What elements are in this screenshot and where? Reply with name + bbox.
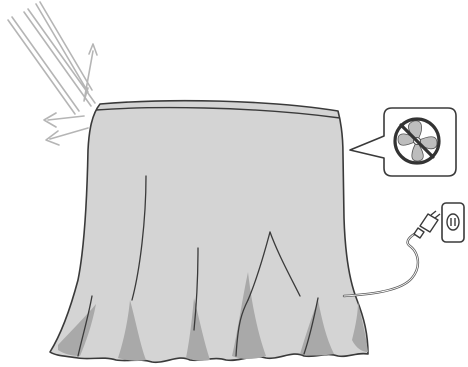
reflect-arrow-left bbox=[44, 113, 84, 127]
outlet-socket bbox=[447, 214, 459, 230]
fabric-cover bbox=[50, 101, 368, 363]
sun-ray bbox=[24, 12, 91, 106]
sun-ray bbox=[28, 9, 95, 103]
sunlight-rays bbox=[8, 2, 95, 114]
sun-ray bbox=[12, 17, 79, 111]
wall-outlet-icon bbox=[442, 203, 464, 242]
sun-ray bbox=[8, 20, 75, 114]
plug-strain-relief bbox=[414, 228, 424, 238]
plug-prong bbox=[431, 211, 436, 215]
no-fan-callout bbox=[350, 108, 456, 176]
no-fan-icon bbox=[395, 119, 439, 163]
reflect-arrow-left bbox=[46, 128, 88, 145]
reflect-arrow-up bbox=[84, 44, 97, 101]
power-cord bbox=[344, 232, 418, 296]
plug-body bbox=[420, 214, 438, 232]
power-plug-icon bbox=[414, 211, 440, 238]
plug-prong bbox=[435, 214, 440, 218]
sun-ray bbox=[36, 4, 88, 92]
